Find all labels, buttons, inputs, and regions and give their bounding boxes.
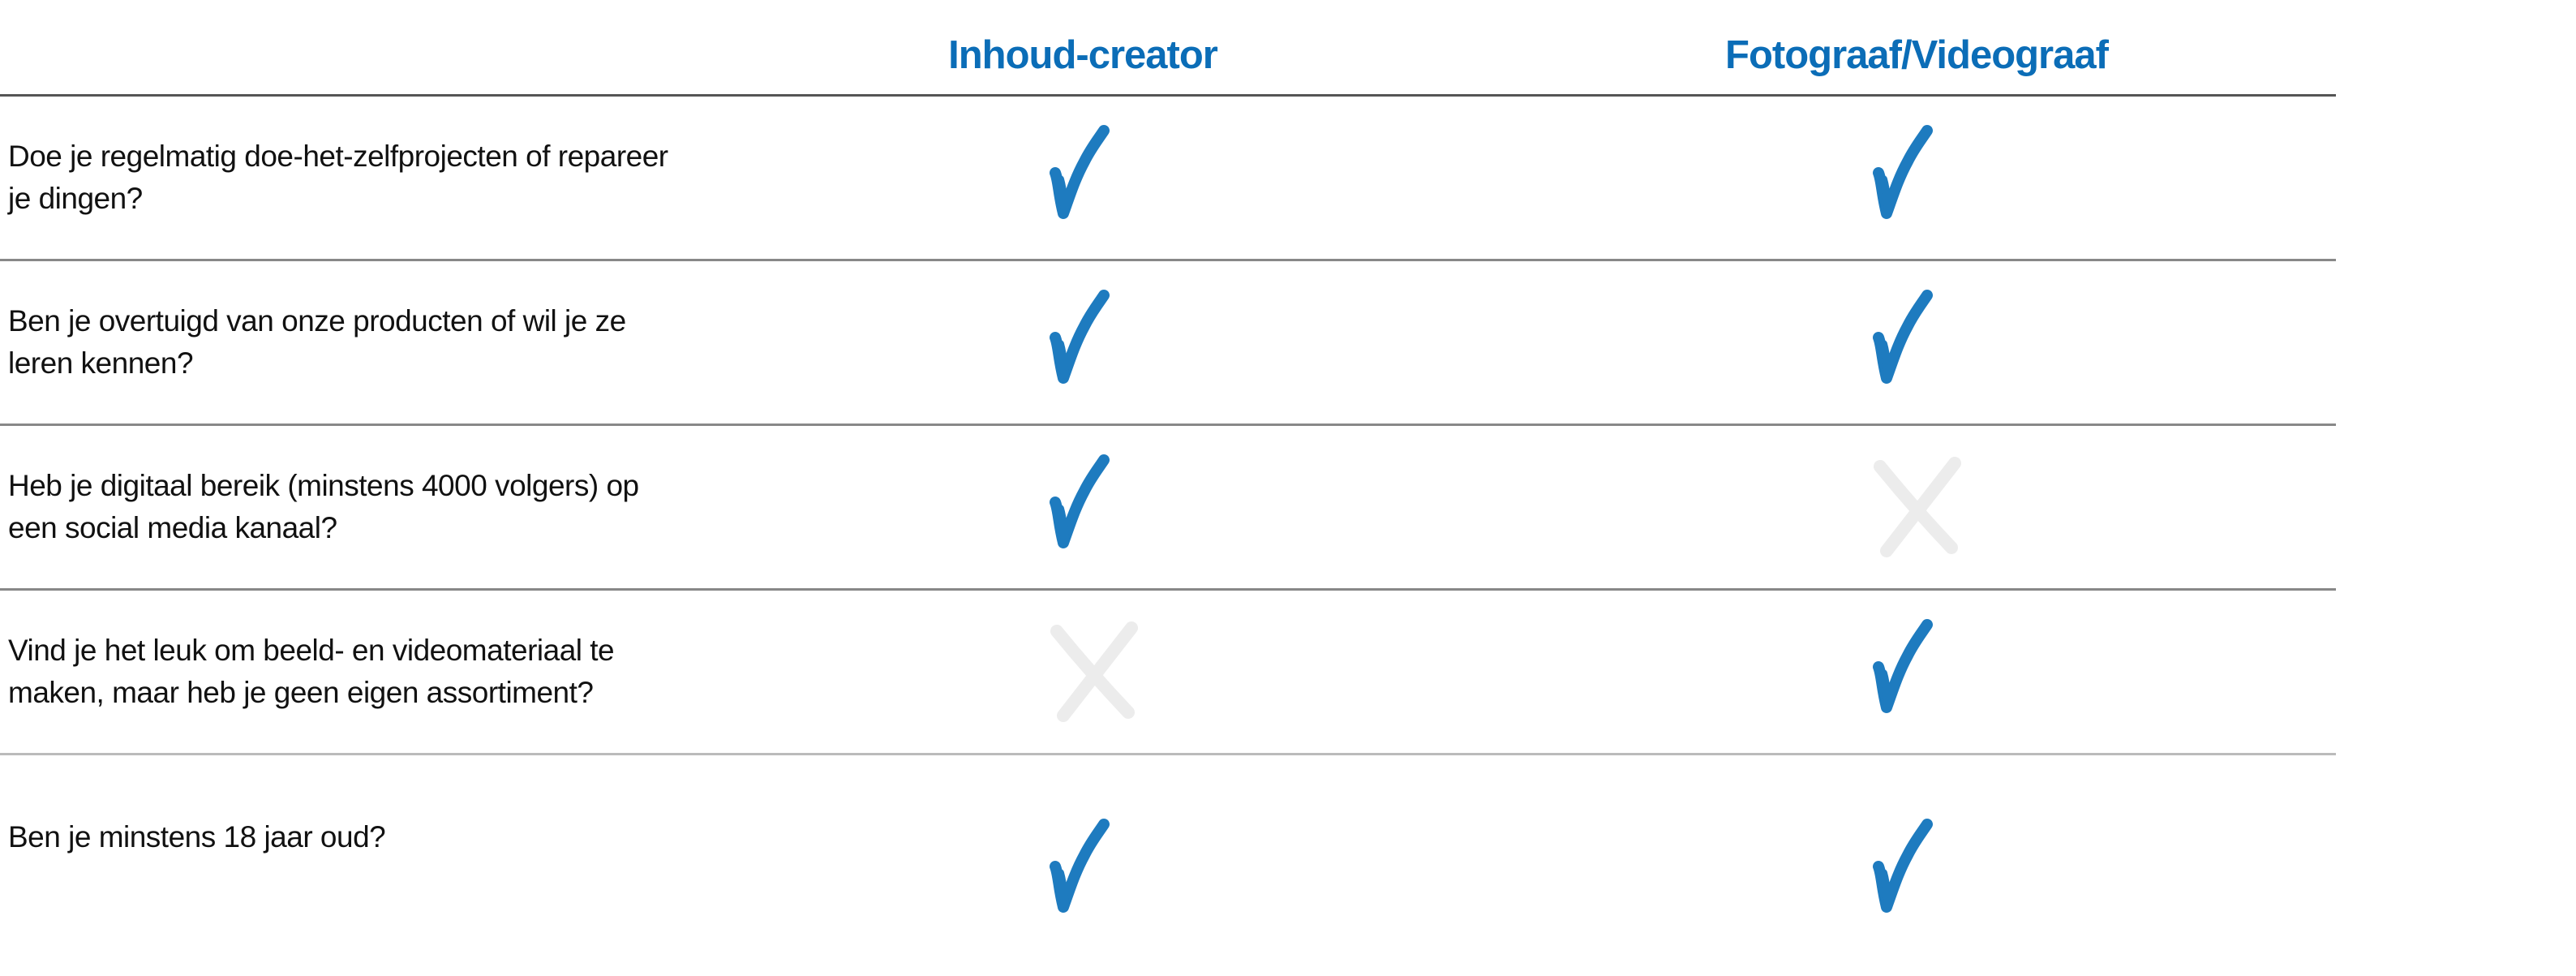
column-header-photographer: Fotograaf/Videograaf bbox=[1725, 33, 2109, 77]
check-icon bbox=[1042, 452, 1148, 557]
table-row: Doe je regelmatig doe-het-zelfprojecten … bbox=[0, 97, 2336, 261]
check-icon bbox=[1865, 816, 1971, 922]
comparison-table: Inhoud-creator Fotograaf/Videograaf Doe … bbox=[0, 0, 2336, 974]
question: Ben je overtuigd van onze producten of w… bbox=[8, 304, 626, 380]
cross-icon bbox=[1865, 452, 1971, 557]
table-header: Inhoud-creator Fotograaf/Videograaf bbox=[0, 0, 2336, 97]
check-icon bbox=[1865, 617, 1971, 722]
question: Doe je regelmatig doe-het-zelfprojecten … bbox=[8, 140, 668, 215]
check-icon bbox=[1865, 287, 1971, 393]
question: Ben je minstens 18 jaar oud? bbox=[8, 820, 386, 853]
table-row: Vind je het leuk om beeld- en videomater… bbox=[0, 591, 2336, 755]
cross-icon bbox=[1042, 617, 1148, 722]
question: Vind je het leuk om beeld- en videomater… bbox=[8, 634, 615, 709]
table-row: Ben je overtuigd van onze producten of w… bbox=[0, 261, 2336, 426]
question: Heb je digitaal bereik (minstens 4000 vo… bbox=[8, 469, 639, 544]
table-row: Ben je minstens 18 jaar oud? bbox=[0, 755, 2336, 974]
table-row: Heb je digitaal bereik (minstens 4000 vo… bbox=[0, 426, 2336, 591]
check-icon bbox=[1042, 123, 1148, 228]
check-icon bbox=[1865, 123, 1971, 228]
check-icon bbox=[1042, 287, 1148, 393]
check-icon bbox=[1042, 816, 1148, 922]
column-header-content-creator: Inhoud-creator bbox=[948, 33, 1218, 77]
